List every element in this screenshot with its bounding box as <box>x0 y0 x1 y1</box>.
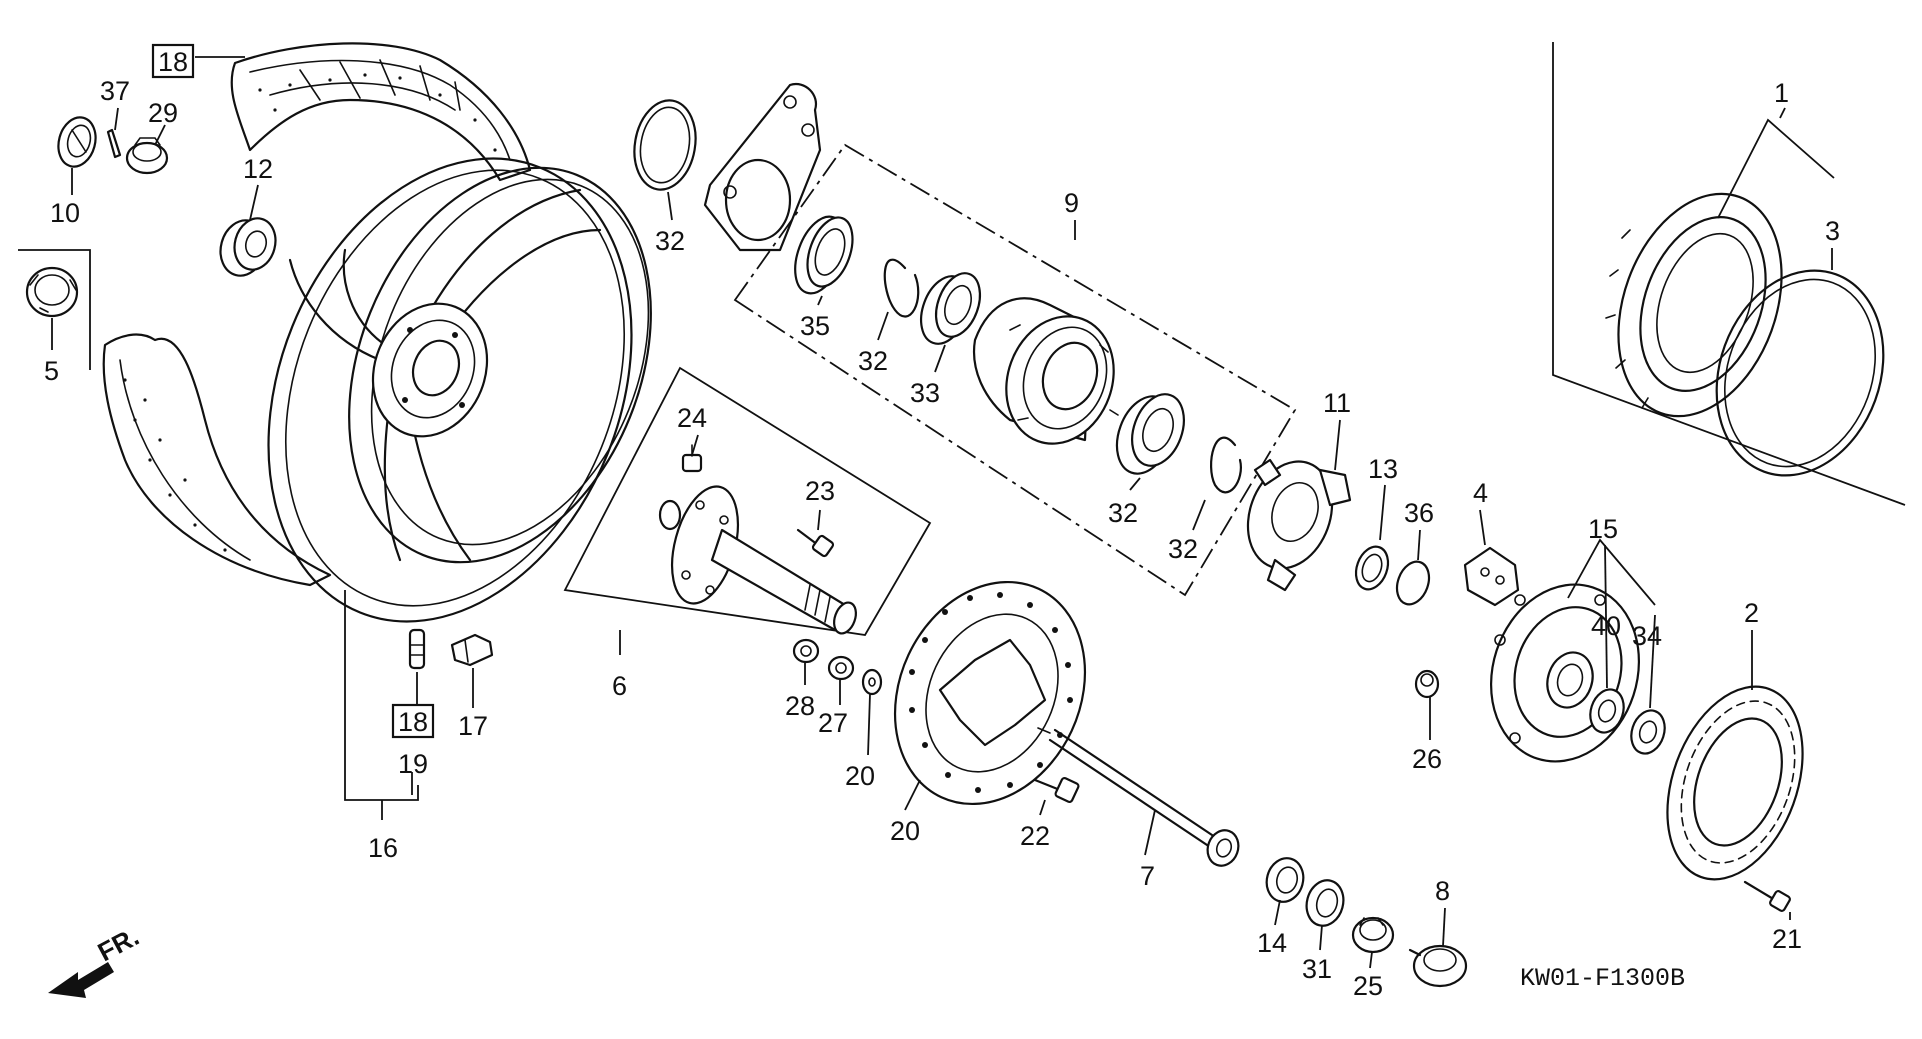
part-dust-seal-36[interactable] <box>1626 706 1670 758</box>
callout-38: 36 <box>1404 498 1434 528</box>
part-axle-nut[interactable] <box>125 137 169 175</box>
part-flange-nut-27[interactable] <box>1414 669 1440 699</box>
callout-15: 15 <box>1588 514 1618 544</box>
callout-26: 25 <box>1353 971 1383 1001</box>
direction-label: FR. <box>93 921 144 967</box>
part-axle[interactable] <box>1037 727 1243 870</box>
callout-37: 35 <box>800 311 830 341</box>
part-damper-rubber-4[interactable] <box>1463 546 1520 607</box>
part-valve-stem[interactable] <box>408 628 426 670</box>
callout-11: 11 <box>1323 388 1351 418</box>
callout-12: 12 <box>243 154 273 184</box>
part-castle-nut-26[interactable] <box>1351 916 1395 954</box>
part-needle-bearing[interactable] <box>912 267 988 350</box>
callout-30: 29 <box>148 98 178 128</box>
part-hub-damper[interactable] <box>25 266 79 318</box>
part-bearing-34[interactable] <box>1107 387 1193 481</box>
callout-18-valve: 18 <box>398 707 428 737</box>
part-oil-seal-13[interactable] <box>1350 542 1393 594</box>
callout-16: 16 <box>368 833 398 863</box>
callout-20: 20 <box>890 816 920 846</box>
part-axle-shaft[interactable] <box>658 479 860 636</box>
callout-box <box>391 703 435 739</box>
part-circlip-32b[interactable] <box>1209 436 1242 494</box>
callout-24: 23 <box>805 476 835 506</box>
callout-32a: 32 <box>858 346 888 376</box>
part-snap-ring[interactable] <box>628 95 703 194</box>
part-sprocket-bolt-22[interactable] <box>1743 880 1791 912</box>
part-o-ring-38[interactable] <box>1391 557 1434 609</box>
callout-31: 31 <box>1302 954 1332 984</box>
part-balance-weight[interactable] <box>450 633 494 667</box>
part-cotter-pin[interactable] <box>106 128 122 159</box>
part-hub-cap[interactable] <box>53 113 101 171</box>
part-flange-bolt-24[interactable] <box>796 528 835 558</box>
callout-6: 6 <box>612 671 627 701</box>
callout-8: 8 <box>1435 876 1450 906</box>
part-circlip-32a[interactable] <box>883 258 920 318</box>
part-washer-21[interactable] <box>861 668 883 696</box>
callout-box <box>151 43 195 79</box>
callout-35: 33 <box>910 378 940 408</box>
part-axle-nut-cap-8[interactable] <box>1408 944 1468 988</box>
callout-4: 4 <box>1473 478 1488 508</box>
callout-5: 5 <box>44 356 59 386</box>
part-sprocket-flange[interactable] <box>1234 450 1352 592</box>
callout-18-tire: 18 <box>158 47 188 77</box>
callout-32b: 32 <box>1168 534 1198 564</box>
callout-7: 7 <box>1140 861 1155 891</box>
drawing-code: KW01-F1300B <box>1520 964 1685 993</box>
callout-19: 19 <box>398 749 428 779</box>
callout-2: 2 <box>1744 598 1759 628</box>
callout-40: 40 <box>1591 611 1621 641</box>
leader-lines <box>51 56 1835 969</box>
callout-39: 37 <box>100 76 130 106</box>
part-bearing-housing[interactable] <box>972 297 1131 458</box>
callout-22: 21 <box>1772 924 1802 954</box>
callout-13: 13 <box>1368 454 1398 484</box>
callout-27: 26 <box>1412 744 1442 774</box>
part-side-collar-14[interactable] <box>1262 854 1308 906</box>
part-tire[interactable] <box>102 42 532 587</box>
callout-33: 32 <box>655 226 685 256</box>
callout-9: 9 <box>1064 188 1079 218</box>
part-driven-sprocket[interactable] <box>1589 171 1810 439</box>
callout-25: 24 <box>677 403 707 433</box>
part-rear-wheel[interactable] <box>202 104 706 676</box>
callout-14: 14 <box>1257 928 1287 958</box>
part-wheel-bearing[interactable] <box>215 214 282 281</box>
callout-3: 3 <box>1825 216 1840 246</box>
callout-36: 34 <box>1632 621 1662 651</box>
callout-1: 1 <box>1774 78 1789 108</box>
callout-23: 22 <box>1020 821 1050 851</box>
part-dust-seal-31[interactable] <box>1302 876 1349 930</box>
part-stud-bolt-25[interactable] <box>681 444 703 473</box>
part-sprocket-ring[interactable] <box>1689 247 1911 499</box>
callout-34: 32 <box>1108 498 1138 528</box>
part-nut-28[interactable] <box>827 655 855 681</box>
part-radial-bearing-40[interactable] <box>1585 685 1629 737</box>
callout-labels: 18 37 29 10 12 5 32 35 32 33 9 32 32 11 … <box>44 43 1840 1001</box>
callout-21: 20 <box>845 761 875 791</box>
front-direction-arrow: FR. <box>48 921 144 998</box>
part-caliper-bracket[interactable] <box>703 82 822 252</box>
part-final-driven-sprocket[interactable] <box>1643 668 1828 898</box>
part-lock-nut-29[interactable] <box>792 638 820 664</box>
callout-29: 28 <box>785 691 815 721</box>
callout-10: 10 <box>50 198 80 228</box>
part-disc-bolt-23[interactable] <box>1033 777 1080 803</box>
part-brake-disc[interactable] <box>860 551 1120 836</box>
callout-28: 27 <box>818 708 848 738</box>
callout-17: 17 <box>458 711 488 741</box>
part-dust-seal-37[interactable] <box>786 210 861 300</box>
